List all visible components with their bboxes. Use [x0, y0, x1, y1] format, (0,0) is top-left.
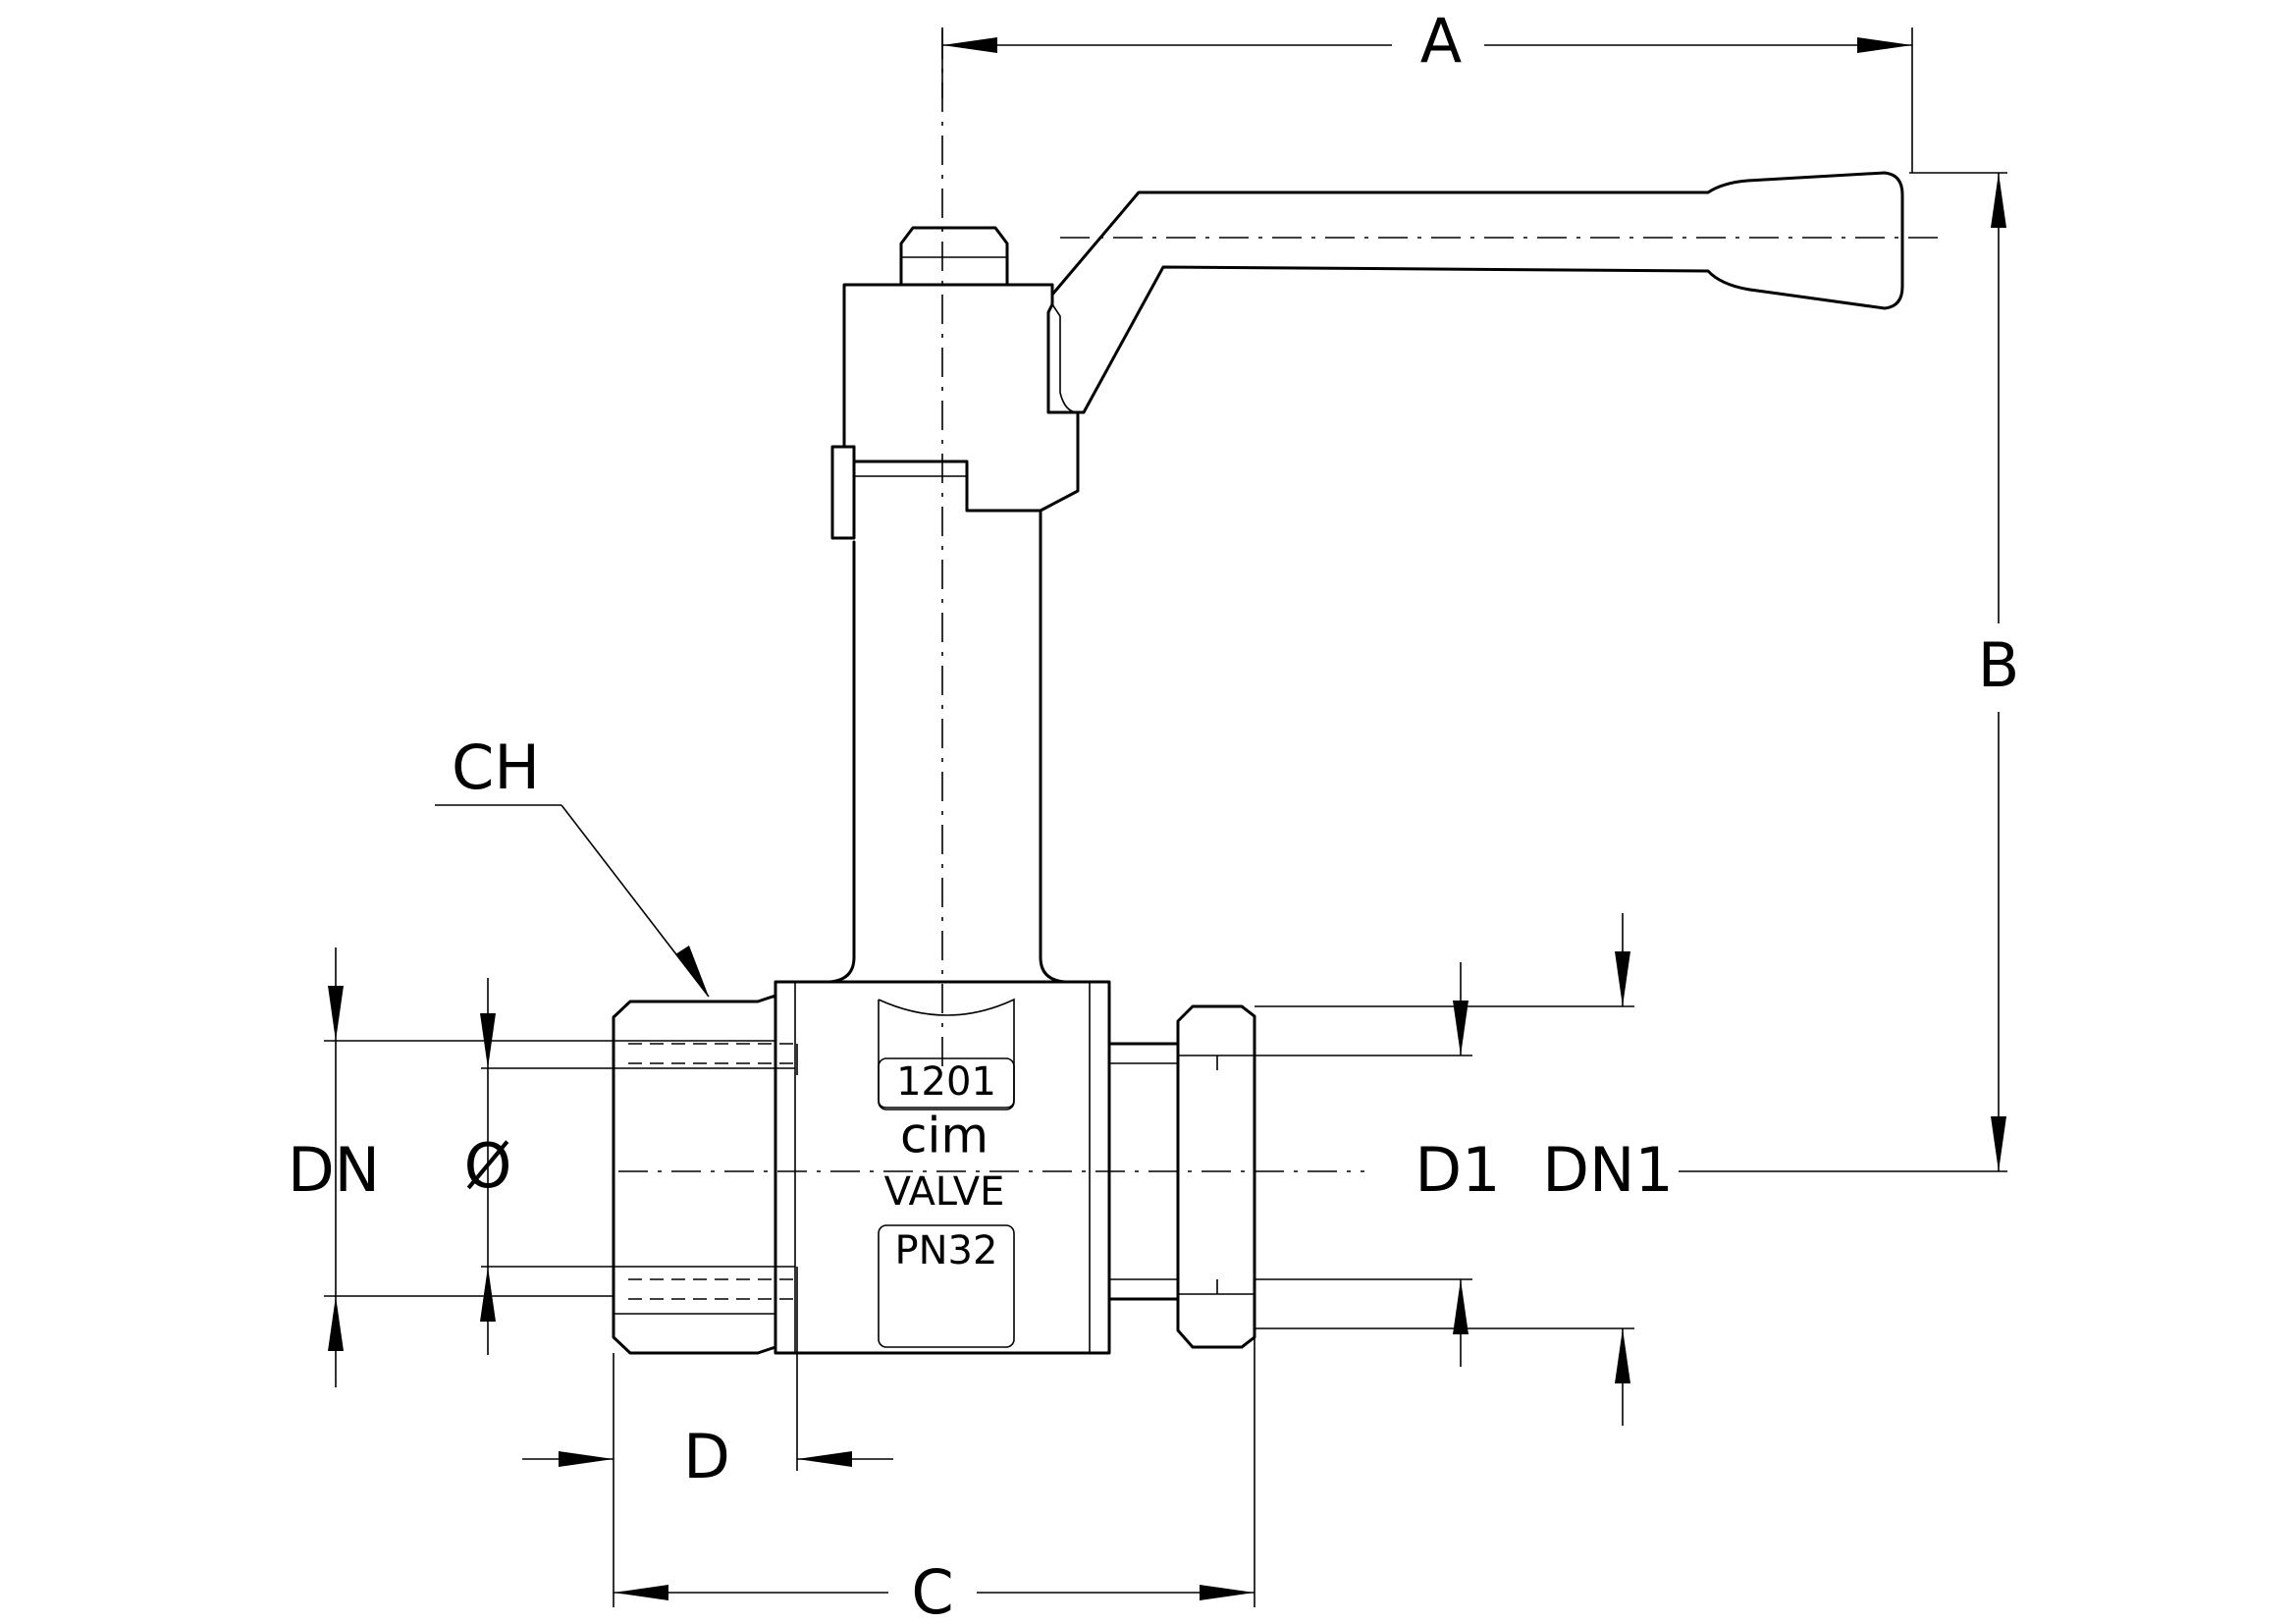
right-union-nut	[1176, 1004, 1256, 1349]
dim-label-a: A	[1420, 5, 1462, 77]
valve-outline	[612, 171, 1904, 1355]
stem-extension	[828, 511, 1067, 984]
lever-handle	[1050, 171, 1904, 414]
dim-label-b: B	[1978, 629, 2020, 701]
plate-model	[878, 1057, 1015, 1110]
dim-label-d: D	[683, 1421, 730, 1492]
valve-body	[774, 980, 1111, 1355]
dimension-labels: A B C D CH DN Ø D1 DN1	[288, 5, 2019, 1624]
dim-label-c: C	[911, 1556, 953, 1624]
marking-model: 1201	[896, 1059, 996, 1105]
marking-brand: cim	[900, 1108, 988, 1164]
dim-label-ch: CH	[452, 731, 540, 803]
marking-type: VALVE	[884, 1169, 1005, 1215]
dim-label-dn1: DN1	[1542, 1134, 1674, 1206]
center-lines	[618, 29, 1944, 1172]
dim-label-dn: DN	[288, 1134, 380, 1206]
stem-nut	[899, 226, 1009, 287]
plate-pressure	[878, 1224, 1015, 1348]
dim-label-diameter: Ø	[464, 1130, 512, 1202]
body-markings: 1201 cim VALVE PN32	[884, 1059, 1005, 1273]
left-hex-end	[612, 994, 777, 1355]
marking-pressure: PN32	[895, 1228, 998, 1273]
dimension-lines	[324, 27, 2007, 1607]
dim-label-d1: D1	[1415, 1134, 1500, 1206]
